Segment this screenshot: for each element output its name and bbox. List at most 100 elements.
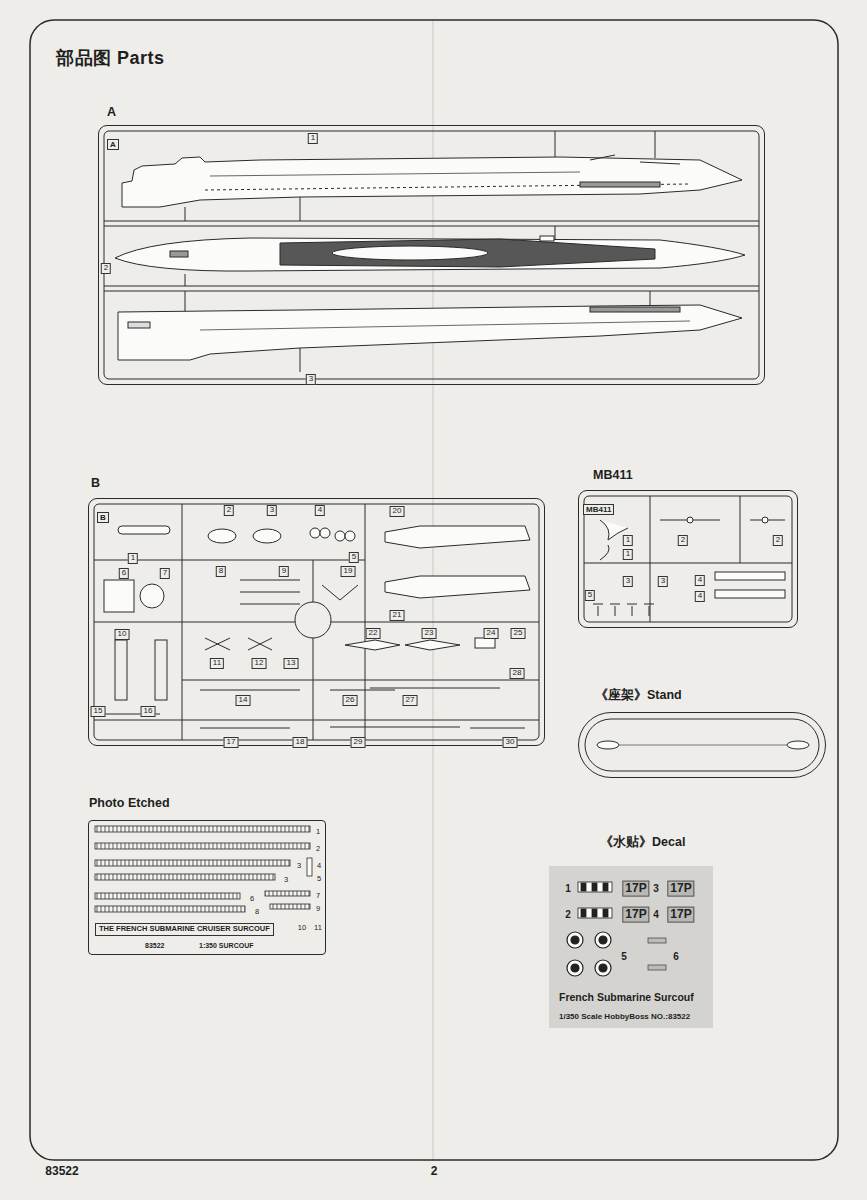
label-wrap: 25: [511, 621, 526, 639]
callout-number: 7: [160, 568, 170, 579]
label-wrap: 10: [115, 622, 130, 640]
text-wrap: B: [97, 506, 109, 524]
callout-number: 12: [252, 658, 267, 669]
label-wrap: 83522: [45, 1161, 78, 1179]
text-wrap: 1/350 Scale HobbyBoss NO.:83522: [559, 1005, 690, 1023]
callout-number: 5: [349, 552, 359, 563]
callout-number: 14: [236, 695, 251, 706]
label-wrap: 7: [160, 561, 170, 579]
label-wrap: 1: [623, 542, 633, 560]
part-group-heading: A: [107, 105, 116, 119]
text-wrap: B: [91, 473, 100, 491]
page-footer: 2: [431, 1165, 438, 1179]
label-wrap: 3: [623, 569, 633, 587]
label-wrap: 16: [141, 699, 156, 717]
label-wrap: 18: [293, 730, 308, 748]
callout-number: 8: [216, 566, 226, 577]
callout-number: 21: [390, 610, 405, 621]
part-group-heading: Photo Etched: [89, 796, 170, 810]
label-wrap: 4: [695, 584, 705, 602]
label-wrap: 6: [673, 946, 679, 964]
label-wrap: 1: [128, 546, 138, 564]
part-text: 83522: [145, 942, 164, 950]
label-wrap: 3: [296, 854, 302, 872]
label-wrap: 17P: [667, 904, 694, 923]
page-footer: 83522: [45, 1165, 78, 1179]
part-text: MB411: [583, 504, 614, 515]
label-wrap: 17: [224, 730, 239, 748]
page-title: 部品图 Parts: [56, 48, 165, 69]
part-group-heading: B: [91, 476, 100, 490]
callout-number: 4: [316, 862, 322, 870]
label-wrap: 1: [308, 126, 318, 144]
label-wrap: 14: [236, 688, 251, 706]
text-wrap: 1:350 SURCOUF: [199, 934, 253, 952]
part-text: 1:350 SURCOUF: [199, 942, 253, 950]
stand-parts: [585, 719, 819, 771]
text-wrap: MB411: [583, 498, 614, 516]
callout-number: 11: [313, 924, 323, 932]
sprue-frame: AA: [98, 125, 765, 385]
decal-marking: 17P: [667, 907, 694, 923]
decal-number: 5: [621, 951, 627, 963]
label-wrap: 15: [91, 699, 106, 717]
photo-etched-fret: Photo EtchedTHE FRENCH SUBMARINE CRUISER…: [88, 820, 326, 955]
callout-number: 15: [91, 706, 106, 717]
label-wrap: 2: [101, 256, 111, 274]
decal-marking: 17P: [667, 881, 694, 897]
label-wrap: 5: [349, 545, 359, 563]
callout-number: 19: [341, 566, 356, 577]
label-wrap: 21: [390, 603, 405, 621]
callout-number: 1: [308, 133, 318, 144]
part-text: THE FRENCH SUBMARINE CRUISER SURCOUF: [95, 923, 274, 936]
callout-number: 5: [585, 590, 595, 601]
label-wrap: 1: [623, 528, 633, 546]
decal-marking: 17P: [622, 907, 649, 923]
label-wrap: 2: [431, 1161, 438, 1179]
label-wrap: 5: [585, 583, 595, 601]
callout-number: 22: [366, 628, 381, 639]
photo-etched-fret: [95, 826, 312, 912]
label-wrap: 1: [565, 878, 571, 896]
part-text: 1/350 Scale HobbyBoss NO.:83522: [559, 1012, 690, 1021]
decal-marking: 17P: [622, 881, 649, 897]
decal-number: 4: [653, 909, 659, 921]
callout-number: 3: [283, 876, 289, 884]
decal-number: 2: [565, 909, 571, 921]
text-wrap: A: [107, 102, 116, 120]
text-wrap: 《座架》Stand: [595, 685, 682, 703]
label-wrap: 8: [216, 559, 226, 577]
label-wrap: 17P: [667, 878, 694, 897]
text-wrap: MB411: [593, 465, 633, 483]
callout-number: 25: [511, 628, 526, 639]
callout-number: 10: [297, 924, 307, 932]
callout-number: 3: [296, 862, 302, 870]
callout-number: 24: [484, 628, 499, 639]
label-wrap: 17P: [622, 878, 649, 897]
label-wrap: 4: [695, 568, 705, 586]
callout-number: 11: [210, 658, 224, 669]
label-wrap: 9: [279, 559, 289, 577]
label-wrap: 3: [306, 367, 316, 385]
label-wrap: 28: [510, 661, 525, 679]
label-wrap: 13: [284, 651, 299, 669]
label-wrap: 3: [653, 878, 659, 896]
callout-number: 3: [306, 374, 316, 385]
callout-number: 3: [623, 576, 633, 587]
part-text: French Submarine Surcouf: [559, 991, 694, 1003]
label-wrap: 11: [210, 651, 224, 669]
label-wrap: 7: [315, 884, 321, 902]
callout-number: 4: [695, 591, 705, 602]
label-wrap: 4: [653, 904, 659, 922]
label-wrap: 10: [297, 916, 307, 934]
text-wrap: 83522: [145, 934, 164, 952]
sprue-frame: MB411MB411: [578, 490, 798, 628]
callout-number: 5: [316, 875, 322, 883]
label-wrap: 8: [254, 900, 260, 918]
decal-number: 6: [673, 951, 679, 963]
label-wrap: 4: [316, 854, 322, 872]
label-wrap: 3: [283, 868, 289, 886]
callout-number: 16: [141, 706, 156, 717]
